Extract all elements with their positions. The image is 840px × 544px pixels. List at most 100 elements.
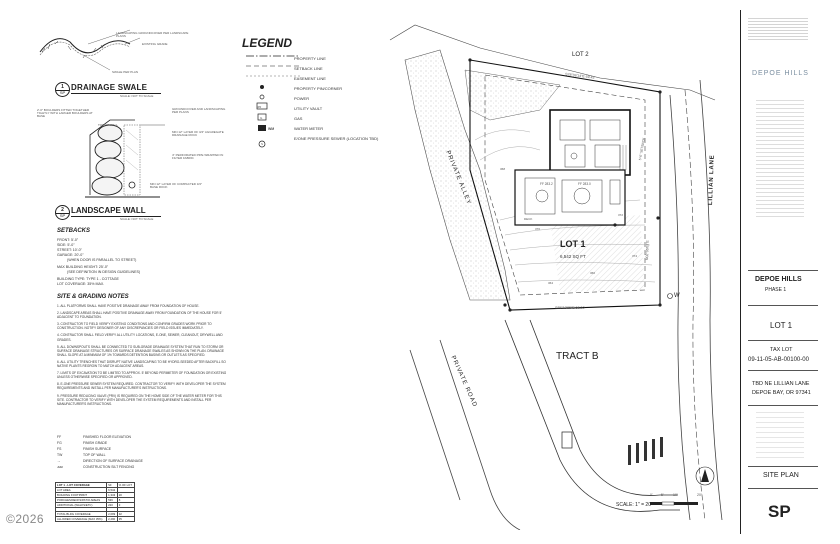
title-rule-1 <box>748 270 818 271</box>
site-note-3: 3. CONTRACTOR TO FIELD VERIFY EXISTING C… <box>57 322 212 331</box>
drainage-swale-scale: SCALE: NOT TO SCALE <box>120 94 154 98</box>
lot1-area: 6,542 SQ FT <box>560 254 586 259</box>
elev-label-5: 366 <box>590 271 596 275</box>
site-note-2: 2. LANDSCAPE AREAS SHALL HAVE POSITIVE D… <box>57 311 222 320</box>
abbr-text-ff: FINISHED FLOOR ELEVATION <box>83 435 131 439</box>
swale-note-swale: SWALE PER PLAN <box>112 70 139 74</box>
swale-note-groundcover: LANDSCAPING GROUNDCOVER PER LANDSCAPE PL… <box>116 31 189 38</box>
project-phase: PHASE 1 <box>765 287 787 293</box>
abbr-text-silt: CONSTRUCTION SILT FENCING <box>83 465 135 469</box>
tract-b-label: TRACT B <box>556 351 599 362</box>
drainage-arrow-icon: → <box>57 459 61 463</box>
abbr-text-tw: TOP OF WALL <box>83 453 106 457</box>
abbr-text-fs: FINISH SURFACE <box>83 447 112 451</box>
legend-gas-code: G <box>260 116 263 120</box>
legend-meter-code: WM <box>268 127 275 131</box>
title-rule-7 <box>748 488 818 489</box>
scale-tick-20: 20' <box>697 493 702 497</box>
elev-label-2: 370 <box>535 227 541 231</box>
table-cell: 2,290 <box>106 516 118 522</box>
table-cell: 35 <box>116 516 136 522</box>
lot1-label: LOT 1 <box>560 239 586 249</box>
site-note-8: 8. E-ONE PRESSURE SEWER SYSTEM REQUIRED.… <box>57 382 226 391</box>
setback-street: STREET: 10'-0" <box>57 248 82 252</box>
elev-label-4: 374 <box>632 254 638 258</box>
legend-easement-line: EASEMENT LINE <box>294 76 326 81</box>
wall-title-rule <box>71 216 161 217</box>
project-name: DEPOE HILLS <box>755 276 802 283</box>
depoe-hills-logo: DEPOE HILLS <box>752 70 809 77</box>
title-rule-4 <box>748 370 818 371</box>
table-cell: ALLOWED COVERAGE (MAX 35%) <box>54 516 108 522</box>
copyright-watermark: ©2026 <box>6 512 45 526</box>
setback-lot-coverage: LOT COVERAGE: 35% MAX. <box>57 282 105 286</box>
lot-coverage-table: LOT 1 - LOT COVERAGE SF % OF LOT LOT ARE… <box>54 482 136 522</box>
title-info-lines <box>756 412 804 462</box>
title-rule-6 <box>748 466 818 467</box>
drainage-detail-sheet: SP <box>59 90 66 95</box>
legend-symbols <box>246 55 300 148</box>
site-note-4: 4. CONTRACTOR SHALL FIELD VERIFY ALL UTI… <box>57 333 223 342</box>
silt-fence-icon: -x-x-x <box>57 465 63 469</box>
site-note-7: 7. LIMITS OF EXCAVATION TO BE LIMITED TO… <box>57 371 227 380</box>
scale-tick-0: 0' <box>650 493 653 497</box>
wall-detail-sheet: SP <box>59 213 66 218</box>
swale-note-existing: EXISTING GRADE <box>142 42 168 46</box>
site-note-5: 5. ALL DOWNSPOUTS SHALL BE CONNECTED TO … <box>57 344 225 357</box>
bearing-bottom: S85°19'55"E 58.20' <box>555 306 586 310</box>
drainage-detail-number: 1 <box>56 84 69 91</box>
wall-note-top: TOP OF WALL <box>98 123 118 127</box>
landscape-wall-title: LANDSCAPE WALL <box>71 206 146 215</box>
site-note-9: 9. PRESSURE REDUCING VALVE (PRV) IS REQU… <box>57 393 222 406</box>
legend-sewer-code: S <box>261 142 264 146</box>
ff-label-1: FF 283.2 <box>540 182 553 186</box>
site-note-1: 1. ALL PLATFORMS SHALL HAVE POSITIVE DRA… <box>57 304 200 308</box>
legend-labels: PROPERTY LINE SETBACK LINE EASEMENT LINE… <box>294 54 378 144</box>
sheet-number: SP <box>768 502 791 521</box>
legend-setback-line: SETBACK LINE <box>294 66 323 71</box>
ff-label-2: FF 283.0 <box>578 182 591 186</box>
wall-note-boulders: 2'-0" BOULDERS FITTED TOGETHER TIGHTLY W… <box>37 108 93 118</box>
legend-gas: GAS <box>294 116 303 121</box>
bearing-right: N02°05'03"E <box>645 240 650 261</box>
site-notes-title: SITE & GRADING NOTES <box>57 294 129 300</box>
scale-label: SCALE: 1" = 20' <box>616 502 652 508</box>
scale-tick-10: 10' <box>673 493 678 497</box>
abbr-code-ff: FF <box>57 435 62 439</box>
elev-label-6: 364 <box>548 281 554 285</box>
setback-front: FRONT: 5'-0" <box>57 238 79 242</box>
taxlot-number: 09-11-05-AB-00100-00 <box>748 357 809 363</box>
lot-number: LOT 1 <box>770 321 793 330</box>
legend-utility-vault: UTILITY VAULT <box>294 106 323 111</box>
title-rule-3 <box>748 340 818 341</box>
legend-power: POWER <box>294 96 310 101</box>
legend-title: LEGEND <box>242 36 293 50</box>
wall-detail-number: 2 <box>56 207 69 214</box>
setback-garage: GARAGE: 20'-0" <box>57 253 84 257</box>
landscape-wall-detail <box>85 119 165 198</box>
revision-lines <box>756 100 804 220</box>
setback-garage-note: (WHEN DOOR IS PARALLEL TO STREET) <box>67 258 137 262</box>
sheet-title: SITE PLAN <box>763 472 799 479</box>
title-block <box>740 10 829 534</box>
abbr-text-drainage: DIRECTION OF SURFACE DRAINAGE <box>83 459 143 463</box>
legend-vault-code: UV <box>257 105 262 109</box>
elev-label-1: 368 <box>500 167 506 171</box>
site-notes-list: 1. ALL PLATFORMS SHALL HAVE POSITIVE DRA… <box>57 304 227 409</box>
setback-side: SIDE: 5'-0" <box>57 243 75 247</box>
setback-height: MAX BUILDING HEIGHT: 25'-0" <box>57 265 109 269</box>
deck-label: DECK <box>524 217 533 221</box>
legend-pressure-sewer: E/ONE PRESSURE SEWER (LOCATION TBD) <box>294 136 379 141</box>
taxlot-label: TAX LOT <box>770 347 793 353</box>
title-rule-5 <box>748 405 818 406</box>
water-mark: W <box>674 293 680 299</box>
drainage-title-rule <box>71 93 161 94</box>
drainage-detail-bubble: 1 SP <box>55 82 70 97</box>
lot2-label: LOT 2 <box>572 52 589 58</box>
scale-bar <box>650 501 698 506</box>
setbacks-list: FRONT: 5'-0" SIDE: 5'-0" STREET: 10'-0" … <box>57 238 140 287</box>
site-note-6: 6. ALL UTILITY TRENCHES THAT DISRUPT NAT… <box>57 359 226 369</box>
